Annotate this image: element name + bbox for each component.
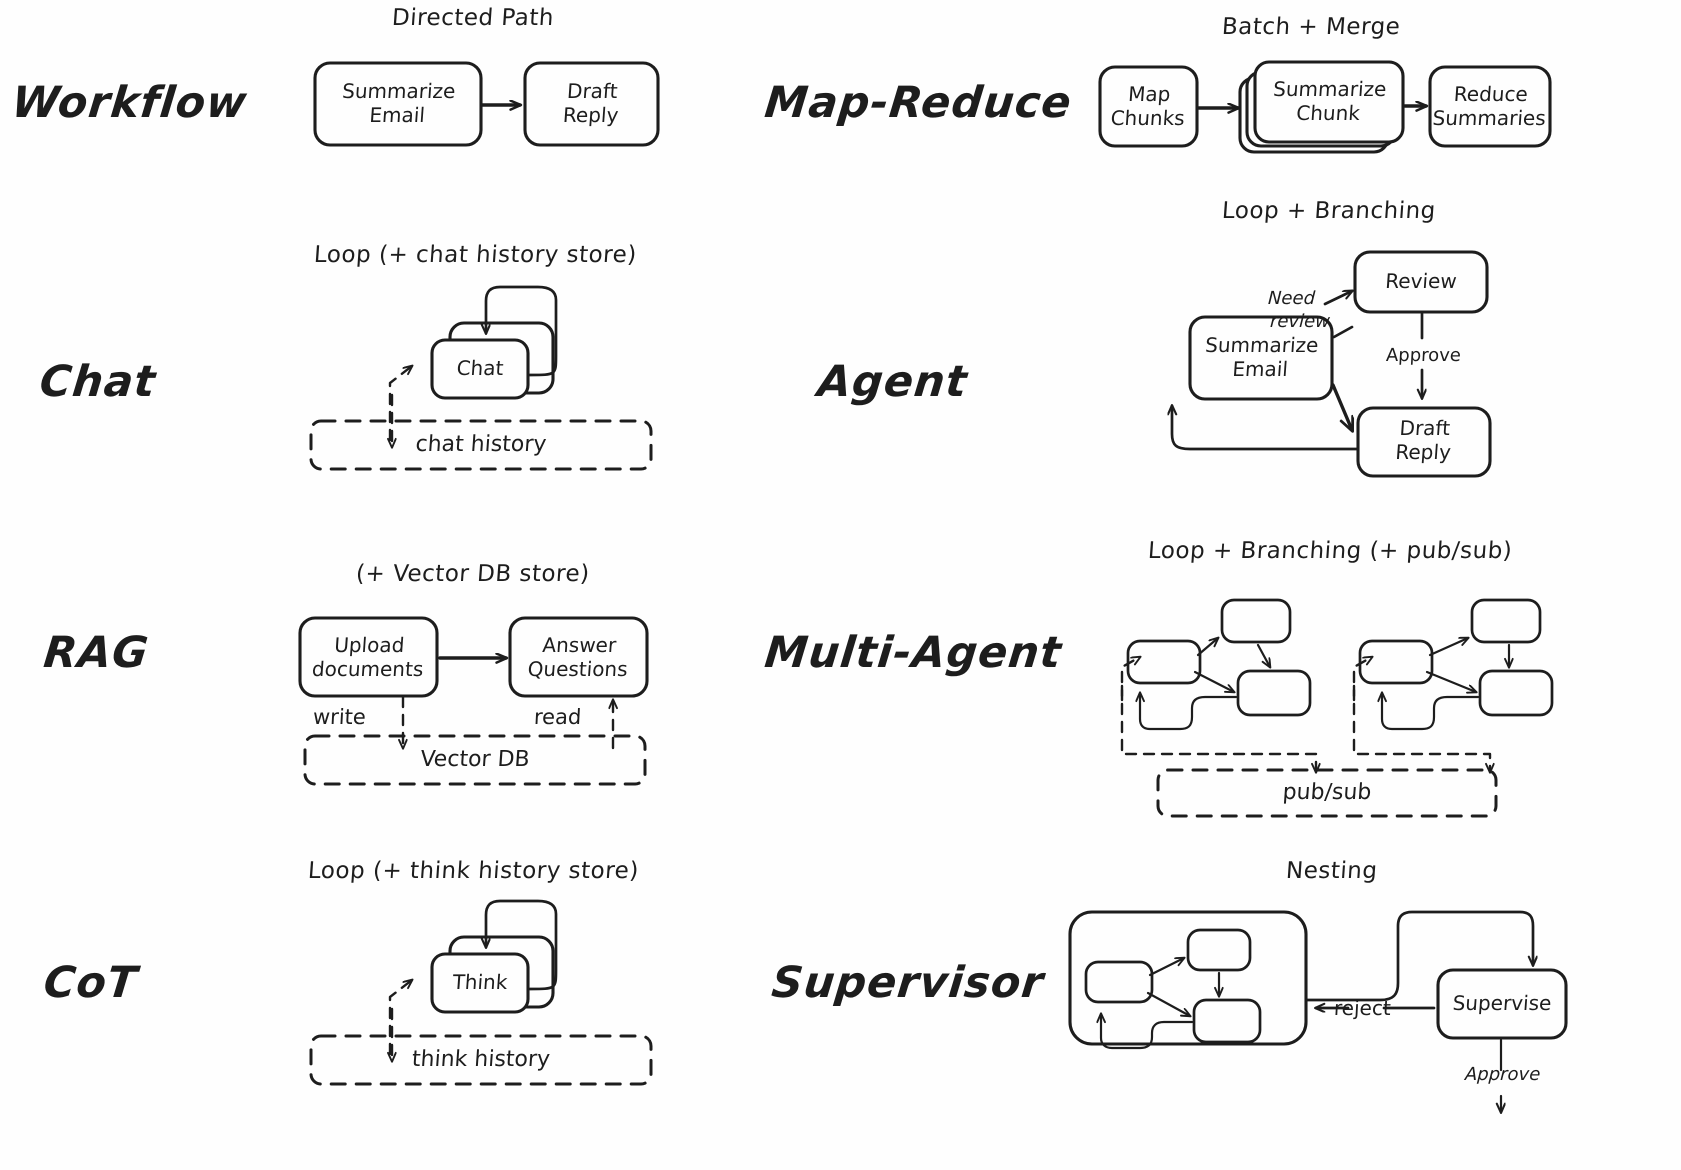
- node-summarize-chunk: [1253, 60, 1405, 144]
- row-label-workflow: Workflow: [9, 78, 250, 128]
- row-label-map-reduce: Map-Reduce: [762, 78, 1075, 128]
- store-think-history: [309, 1034, 653, 1086]
- node-review: [1353, 250, 1489, 314]
- store-pub-sub: [1156, 768, 1498, 818]
- edge-draft-back-to-summarize: [1172, 406, 1360, 451]
- caption-loop-branching-pubsub: Loop + Branching (+ pub/sub): [1147, 538, 1514, 564]
- cluster2-edge-c-to-a: [1382, 693, 1480, 731]
- edge-label-approve-supervisor: Approve: [1464, 1064, 1541, 1085]
- edge-chat-self-loop: [486, 285, 558, 377]
- supervisor-edge-a-to-c: [1146, 991, 1190, 1016]
- edge-group-to-supervise: [1304, 910, 1533, 1002]
- edge-summarize-to-draft-agent: [1331, 383, 1352, 430]
- cluster1-node-c: [1236, 669, 1312, 717]
- caption-batch-merge: Batch + Merge: [1221, 14, 1402, 40]
- cluster2-edge-a-to-b: [1428, 638, 1468, 657]
- node-summarize-email-agent: [1188, 315, 1334, 401]
- caption-loop-think-history: Loop (+ think history store): [307, 858, 640, 884]
- caption-directed-path: Directed Path: [391, 5, 555, 31]
- map-reduce-diagram: [1098, 60, 1552, 154]
- caption-loop-branching: Loop + Branching: [1221, 198, 1437, 224]
- agent-cluster-2: [1352, 598, 1554, 772]
- edge-think-history-read: [388, 980, 412, 1056]
- store-label-vector-db: Vector DB: [419, 747, 531, 772]
- edge-label-need: Need: [1267, 288, 1316, 309]
- cluster1-dashed-out: [1120, 684, 1316, 772]
- node-draft-reply-agent: [1356, 406, 1492, 478]
- rag-diagram: [298, 616, 649, 786]
- supervisor-diagram: [1068, 910, 1568, 1112]
- caption-nesting: Nesting: [1285, 858, 1379, 884]
- row-label-chat: Chat: [37, 357, 159, 407]
- supervisor-edge-c-to-a: [1101, 1014, 1194, 1050]
- node-map-chunks: [1098, 65, 1199, 148]
- agent-diagram: [1172, 250, 1492, 478]
- cluster1-edge-c-to-a: [1140, 693, 1238, 731]
- chat-diagram: [309, 285, 653, 471]
- cot-diagram: [309, 899, 653, 1086]
- edge-label-approve-agent: Approve: [1385, 345, 1462, 366]
- row-label-supervisor: Supervisor: [769, 958, 1047, 1008]
- store-chat-history: [309, 419, 653, 471]
- multi-agent-diagram: [1120, 598, 1554, 818]
- row-label-agent: Agent: [815, 357, 971, 407]
- supervisor-edge-a-to-b: [1148, 958, 1184, 977]
- store-label-chat-history: chat history: [414, 432, 548, 457]
- store-label-pub-sub: pub/sub: [1281, 780, 1373, 805]
- cluster2-node-a: [1358, 639, 1434, 685]
- node-supervise: [1436, 968, 1568, 1040]
- workflow-diagram: [313, 61, 660, 147]
- row-label-multi-agent: Multi-Agent: [762, 628, 1065, 678]
- cluster1-edge-a-to-c: [1193, 670, 1234, 692]
- row-label-cot: CoT: [41, 958, 141, 1008]
- node-reduce-summaries: [1428, 65, 1552, 148]
- supervisor-inner-node-c: [1192, 998, 1262, 1044]
- edge-summarize-to-review: [1332, 325, 1354, 339]
- node-chat: [430, 338, 530, 400]
- node-think: [430, 952, 530, 1014]
- agent-cluster-1: [1120, 598, 1316, 772]
- cluster1-edge-b-to-c: [1256, 643, 1270, 667]
- node-answer-questions: [508, 616, 649, 698]
- edge-label-reject: reject: [1333, 996, 1392, 1020]
- node-upload-documents: [298, 616, 439, 698]
- edge-label-write: write: [312, 705, 367, 729]
- cluster2-dashed-out: [1352, 684, 1490, 772]
- caption-loop-chat-history: Loop (+ chat history store): [313, 242, 638, 268]
- cluster2-edge-a-to-c: [1425, 670, 1476, 692]
- caption-vector-db-store: (+ Vector DB store): [355, 561, 591, 587]
- edge-label-review: review: [1269, 311, 1331, 332]
- cluster1-node-a: [1126, 639, 1202, 685]
- cluster1-edge-a-to-b: [1196, 638, 1218, 657]
- edge-chat-history-read: [388, 366, 412, 442]
- node-draft-reply: [523, 61, 660, 147]
- cluster1-node-b: [1220, 598, 1292, 644]
- supervisor-inner-node-b: [1186, 928, 1252, 972]
- cluster2-node-c: [1478, 669, 1554, 717]
- edge-need-review-arrow: [1323, 291, 1352, 306]
- cluster2-node-b: [1470, 598, 1542, 644]
- edge-think-self-loop: [486, 899, 558, 991]
- row-label-rag: RAG: [41, 628, 152, 678]
- store-vector-db: [303, 734, 647, 786]
- node-summarize-email: [313, 61, 483, 147]
- store-label-think-history: think history: [411, 1047, 551, 1072]
- edge-label-read: read: [533, 705, 582, 729]
- supervisor-inner-node-a: [1084, 960, 1154, 1004]
